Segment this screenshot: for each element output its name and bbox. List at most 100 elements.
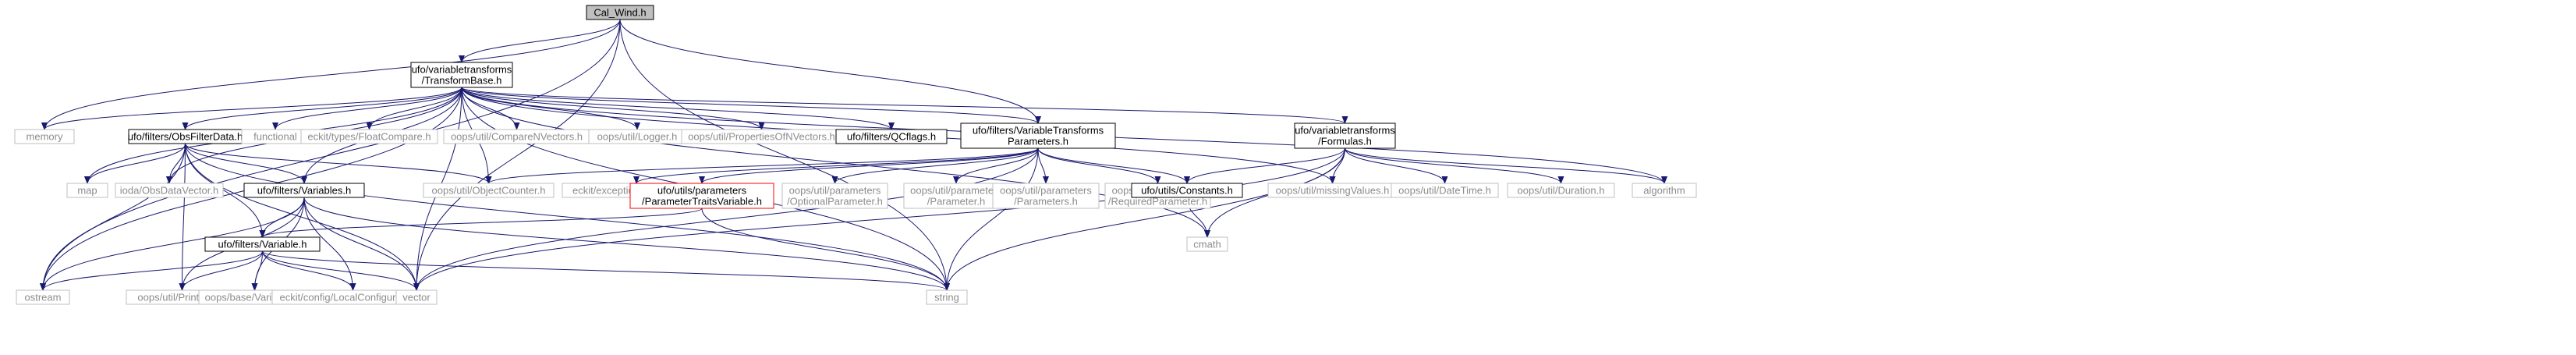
node-label: ioda/ObsDataVector.h (120, 184, 218, 196)
node-box (586, 5, 654, 20)
edge-formulas-to-string (944, 147, 1345, 291)
node-box (410, 62, 513, 88)
edge-obsfilterdata-to-variablesh (185, 143, 307, 184)
node-label: functional (253, 130, 297, 142)
node-label: /TransformBase.h (422, 74, 502, 86)
nodes-layer: Cal_Wind.h ufo/variabletransforms/Transfo… (14, 5, 1697, 305)
edge-variableh-to-string (262, 250, 950, 291)
edge-vtparams-to-requiredparam (1037, 147, 1161, 184)
node-datetime: oops/util/DateTime.h (1391, 183, 1499, 198)
edge-variablesh-to-ostream (40, 197, 305, 291)
node-box (1507, 183, 1615, 198)
node-box (1186, 236, 1228, 252)
edge-formulas-to-duration (1345, 147, 1564, 184)
node-memory: memory (14, 129, 75, 144)
node-label: ufo/variabletransforms (1295, 124, 1395, 136)
edge-variablesh-to-variableh (259, 197, 305, 238)
node-label: ufo/filters/Variable.h (218, 238, 307, 250)
edge-transformbase-to-vtparams (461, 87, 1041, 124)
node-duration: oops/util/Duration.h (1507, 183, 1615, 198)
node-parameter: oops/util/parameters/Parameter.h (903, 183, 1009, 209)
node-label: ufo/variabletransforms (412, 63, 512, 75)
node-label: vector (402, 291, 431, 303)
node-qcflags[interactable]: ufo/filters/QCflags.h (835, 129, 948, 144)
node-box (992, 183, 1100, 209)
node-box (1632, 183, 1697, 198)
edge-root-to-vector (413, 19, 621, 291)
node-label: oops/util/CompareNVectors.h (451, 130, 583, 142)
edge-variableh-to-oopsvariables (251, 250, 263, 291)
edge-root-to-vtparams (619, 19, 1041, 124)
edge-vtparams-to-string (944, 147, 1039, 291)
node-localconfig: eckit/config/LocalConfiguration.h (271, 289, 434, 305)
edge-root-to-transformbase (459, 19, 621, 63)
node-box (395, 289, 438, 305)
node-label: /OptionalParameter.h (787, 195, 883, 207)
node-propertiesofnvectors: oops/util/PropertiesOfNVectors.h (681, 129, 842, 144)
node-box (835, 129, 948, 144)
edge-vtparams-to-parameter (953, 147, 1039, 184)
node-formulas[interactable]: ufo/variabletransforms/Formulas.h (1294, 122, 1396, 149)
node-box (1131, 183, 1243, 198)
node-transformbase[interactable]: ufo/variabletransforms/TransformBase.h (410, 62, 513, 88)
edge-obsfilterdata-to-objectcounter (185, 143, 492, 184)
node-constants[interactable]: ufo/utils/Constants.h (1131, 183, 1243, 198)
node-floatcompare: eckit/types/FloatCompare.h (300, 129, 438, 144)
edge-vtparams-to-paramtraits (699, 147, 1039, 184)
node-box (115, 183, 224, 198)
edge-variableh-to-printable (179, 250, 263, 291)
node-algorithm: algorithm (1632, 183, 1697, 198)
node-label: Parameters.h (1008, 135, 1068, 147)
node-functional: functional (241, 129, 310, 144)
node-missingvalues: oops/util/missingValues.h (1267, 183, 1398, 198)
edge-obsfilterdata-to-map (84, 143, 186, 184)
node-box (66, 183, 108, 198)
node-comparenvectors: oops/util/CompareNVectors.h (443, 129, 590, 144)
node-parameters: oops/util/parameters/Parameters.h (992, 183, 1100, 209)
node-variablesh[interactable]: ufo/filters/Variables.h (243, 183, 365, 198)
node-label: string (934, 291, 959, 303)
edge-variableh-to-localconfig (262, 250, 356, 291)
node-obsfilterdata[interactable]: ufo/filters/ObsFilterData.h (128, 129, 243, 144)
edge-obsfilterdata-to-printable (179, 143, 186, 291)
node-label: ufo/filters/ObsFilterData.h (128, 130, 243, 142)
node-box (629, 183, 774, 209)
node-cmath: cmath (1186, 236, 1228, 252)
node-box (903, 183, 1009, 209)
node-box (204, 236, 321, 252)
node-box (243, 183, 365, 198)
edge-formulas-to-constants (1184, 147, 1345, 184)
edge-variableh-to-vector (262, 250, 420, 291)
node-label: memory (27, 130, 63, 142)
node-obsdatavector: ioda/ObsDataVector.h (115, 183, 224, 198)
node-label: oops/util/parameters (1000, 184, 1092, 196)
node-label: eckit/types/FloatCompare.h (307, 130, 431, 142)
edge-transformbase-to-formulas (461, 87, 1348, 124)
edge-transformbase-to-logger (461, 87, 640, 130)
edge-obsfilterdata-to-string (185, 143, 950, 291)
edge-vtparams-to-optionalparam (831, 147, 1039, 184)
edge-formulas-to-datetime (1345, 147, 1448, 184)
node-label: /ParameterTraitsVariable.h (642, 195, 762, 207)
node-label: ostream (25, 291, 62, 303)
edge-transformbase-to-qcflags (461, 87, 895, 130)
node-label: oops/util/missingValues.h (1276, 184, 1390, 196)
edge-vtparams-to-vector (413, 147, 1039, 291)
node-objectcounter: oops/util/ObjectCounter.h (423, 183, 555, 198)
edge-paramtraits-to-string (701, 208, 950, 291)
edge-paramtraits-to-variableh (259, 208, 703, 238)
edge-root-to-ostream (40, 19, 621, 291)
node-box (14, 129, 75, 144)
node-paramtraits[interactable]: ufo/utils/parameters/ParameterTraitsVari… (629, 183, 774, 209)
node-label: map (77, 184, 97, 196)
node-box (781, 183, 888, 209)
node-map: map (66, 183, 108, 198)
node-label: oops/util/Logger.h (597, 130, 678, 142)
node-variableh[interactable]: ufo/filters/Variable.h (204, 236, 321, 252)
node-label: oops/util/parameters (910, 184, 1002, 196)
node-root[interactable]: Cal_Wind.h (586, 5, 654, 20)
node-label: /Parameters.h (1014, 195, 1078, 207)
node-vtparams[interactable]: ufo/filters/VariableTransformsParameters… (960, 122, 1116, 149)
edge-vtparams-to-objectcounter (485, 147, 1039, 184)
